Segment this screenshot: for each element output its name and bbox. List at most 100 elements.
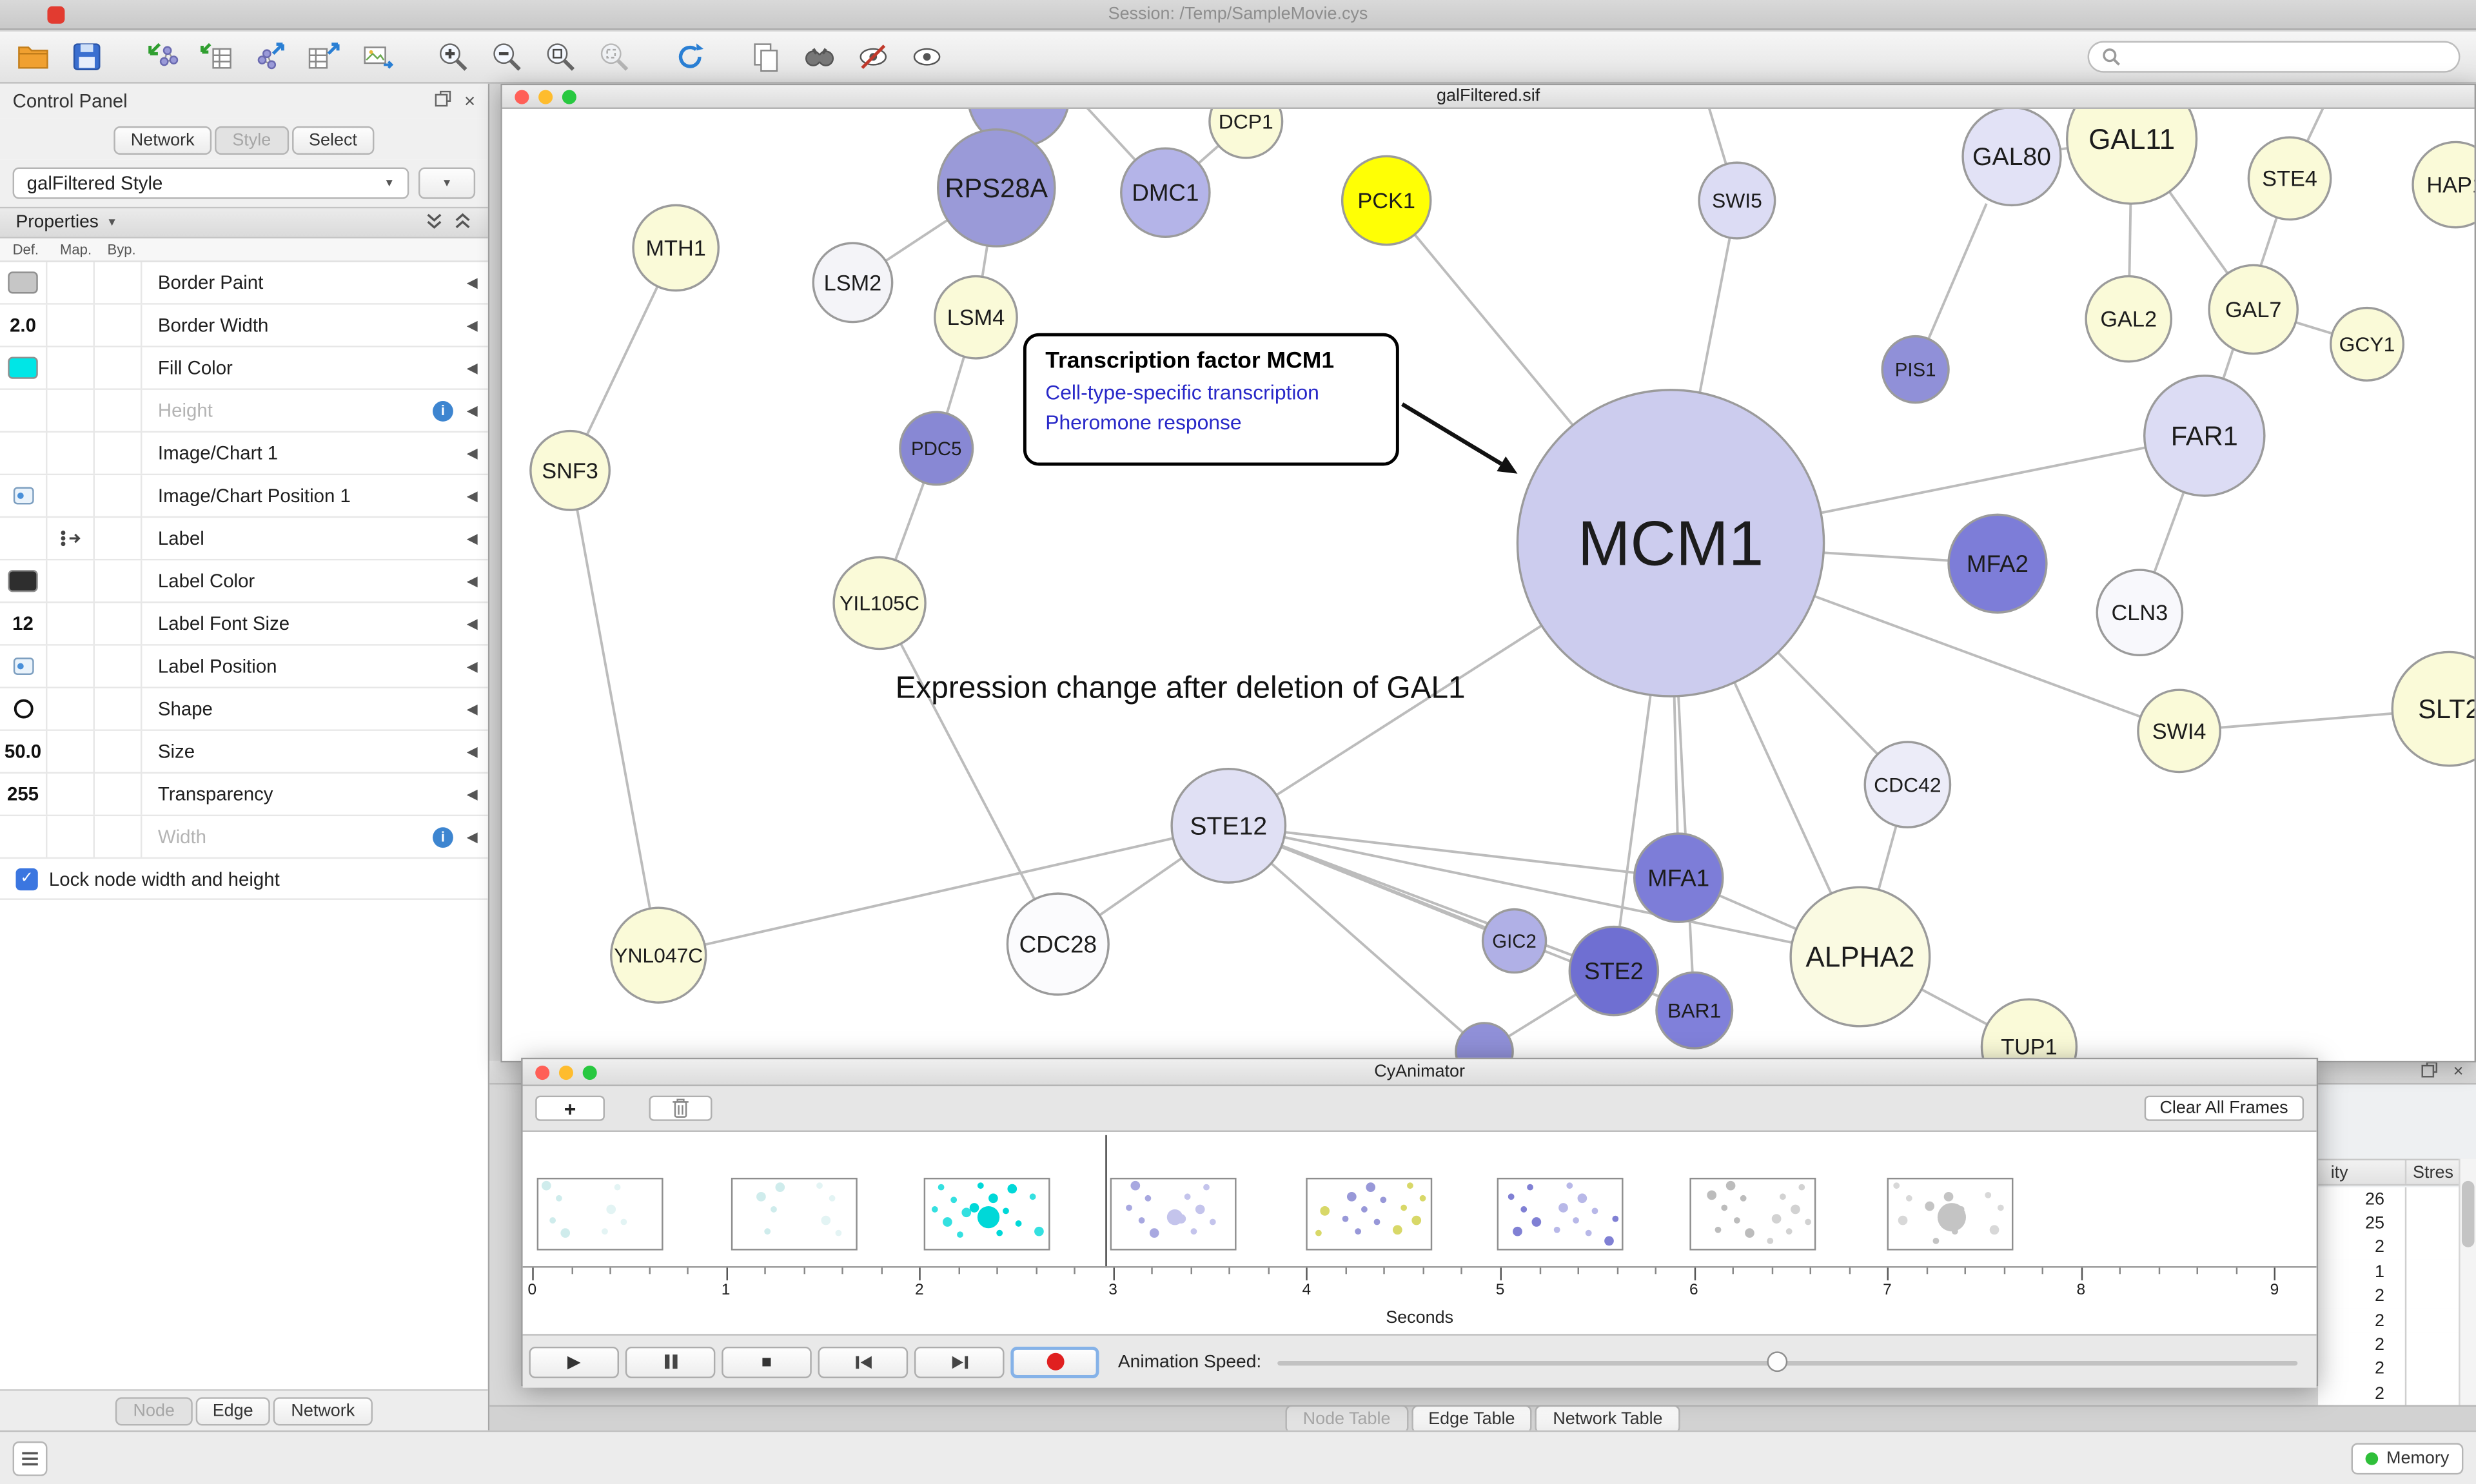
default-value-cell[interactable] bbox=[0, 347, 48, 389]
tab-network[interactable]: Network bbox=[113, 126, 212, 155]
network-node[interactable]: RPS28A bbox=[936, 128, 1056, 248]
annotation-link[interactable]: Pheromone response bbox=[1045, 410, 1242, 434]
table-cell[interactable]: 2 bbox=[2374, 1384, 2384, 1403]
table-cell[interactable] bbox=[2404, 1309, 2459, 1333]
bypass-cell[interactable] bbox=[95, 304, 142, 346]
default-value-cell[interactable] bbox=[0, 645, 48, 687]
expand-arrow-icon[interactable]: ◀ bbox=[466, 614, 478, 631]
network-node[interactable]: LSM4 bbox=[934, 275, 1018, 360]
close-window-icon[interactable] bbox=[535, 1066, 550, 1080]
default-value-cell[interactable]: 50.0 bbox=[0, 730, 48, 772]
expand-arrow-icon[interactable]: ◀ bbox=[466, 317, 478, 333]
mapping-cell[interactable] bbox=[47, 347, 95, 389]
bypass-cell[interactable] bbox=[95, 730, 142, 772]
refresh-button[interactable] bbox=[663, 35, 717, 79]
default-value-cell[interactable] bbox=[0, 560, 48, 602]
bypass-cell[interactable] bbox=[95, 688, 142, 730]
network-node[interactable]: PDC5 bbox=[899, 411, 974, 486]
network-node[interactable]: CDC28 bbox=[1006, 892, 1110, 996]
expand-arrow-icon[interactable]: ◀ bbox=[466, 359, 478, 375]
panel-menu-button[interactable] bbox=[12, 1441, 48, 1476]
zoom-selected-button[interactable] bbox=[587, 35, 641, 79]
network-node[interactable]: GCY1 bbox=[2329, 306, 2405, 382]
network-node[interactable]: FAR1 bbox=[2143, 375, 2266, 497]
export-table-button[interactable] bbox=[297, 35, 350, 79]
playhead[interactable] bbox=[1105, 1135, 1107, 1268]
network-node[interactable]: YIL105C bbox=[832, 556, 927, 650]
frame-thumbnail[interactable] bbox=[923, 1177, 1050, 1251]
mapping-cell[interactable] bbox=[47, 475, 95, 516]
network-node[interactable]: MFA2 bbox=[1947, 513, 2048, 614]
default-value-cell[interactable] bbox=[0, 518, 48, 559]
float-panel-icon[interactable] bbox=[2420, 1061, 2437, 1083]
mapping-cell[interactable] bbox=[47, 816, 95, 857]
pause-button[interactable] bbox=[625, 1345, 716, 1378]
frame-thumbnail[interactable] bbox=[1689, 1177, 1816, 1251]
network-node[interactable]: HAP1 bbox=[2412, 141, 2475, 229]
style-select[interactable]: galFiltered Style ▼ bbox=[12, 167, 409, 199]
mapping-cell[interactable] bbox=[47, 518, 95, 559]
network-node[interactable]: SNF3 bbox=[529, 429, 611, 511]
table-cell[interactable] bbox=[2404, 1187, 2459, 1212]
import-network-button[interactable] bbox=[136, 35, 190, 79]
bypass-cell[interactable] bbox=[95, 347, 142, 389]
hide-selected-button[interactable] bbox=[847, 35, 900, 79]
network-node[interactable]: ALPHA2 bbox=[1789, 886, 1931, 1028]
table-cell[interactable]: 1 bbox=[2374, 1262, 2384, 1282]
default-value-cell[interactable] bbox=[0, 688, 48, 730]
column-header[interactable]: ity bbox=[2330, 1162, 2348, 1182]
table-cell[interactable]: 2 bbox=[2374, 1360, 2384, 1379]
bypass-cell[interactable] bbox=[95, 645, 142, 687]
tab-select[interactable]: Select bbox=[291, 126, 375, 155]
close-panel-icon[interactable]: × bbox=[464, 90, 476, 112]
network-node[interactable]: PCK1 bbox=[1341, 155, 1432, 246]
search-input[interactable] bbox=[2128, 46, 2446, 68]
bypass-cell[interactable] bbox=[95, 816, 142, 857]
tab-style[interactable]: Style bbox=[215, 126, 289, 155]
property-row[interactable]: Image/Chart 1◀ bbox=[0, 433, 488, 476]
expand-arrow-icon[interactable]: ◀ bbox=[466, 529, 478, 546]
network-node[interactable]: MFA1 bbox=[1633, 832, 1724, 923]
mapping-cell[interactable] bbox=[47, 262, 95, 304]
property-row[interactable]: Image/Chart Position 1◀ bbox=[0, 475, 488, 518]
annotation-box[interactable]: Transcription factor MCM1 Cell-type-spec… bbox=[1023, 333, 1399, 466]
table-cell[interactable] bbox=[2404, 1284, 2459, 1309]
mapping-cell[interactable] bbox=[47, 603, 95, 645]
property-row[interactable]: Shape◀ bbox=[0, 688, 488, 731]
expand-arrow-icon[interactable]: ◀ bbox=[466, 487, 478, 503]
stop-button[interactable]: ■ bbox=[722, 1345, 812, 1378]
search-network-button[interactable] bbox=[792, 35, 846, 79]
scrollbar-thumb[interactable] bbox=[2461, 1180, 2475, 1247]
minimize-window-icon[interactable] bbox=[538, 90, 553, 104]
table-cell[interactable]: 2 bbox=[2374, 1311, 2384, 1331]
speed-slider[interactable] bbox=[1277, 1346, 2298, 1378]
property-row[interactable]: Label◀ bbox=[0, 518, 488, 561]
bypass-cell[interactable] bbox=[95, 433, 142, 474]
open-session-button[interactable] bbox=[6, 35, 60, 79]
expand-arrow-icon[interactable]: ◀ bbox=[466, 828, 478, 844]
frame-thumbnail[interactable] bbox=[1887, 1177, 2014, 1251]
default-value-cell[interactable] bbox=[0, 262, 48, 304]
previous-frame-button[interactable] bbox=[818, 1345, 909, 1378]
network-node[interactable]: TUP1 bbox=[1980, 998, 2078, 1061]
bypass-cell[interactable] bbox=[95, 262, 142, 304]
expand-arrow-icon[interactable]: ◀ bbox=[466, 572, 478, 589]
mapping-cell[interactable] bbox=[47, 433, 95, 474]
add-frame-button[interactable]: + bbox=[535, 1095, 605, 1121]
frame-thumbnail[interactable] bbox=[536, 1177, 663, 1251]
network-node[interactable]: MTH1 bbox=[632, 204, 720, 292]
mapping-cell[interactable] bbox=[47, 389, 95, 431]
network-node[interactable]: SWI4 bbox=[2137, 688, 2221, 774]
property-row[interactable]: Border Paint◀ bbox=[0, 262, 488, 305]
import-table-button[interactable] bbox=[190, 35, 243, 79]
network-node[interactable]: PIS1 bbox=[1881, 335, 1950, 404]
close-panel-icon[interactable]: × bbox=[2453, 1062, 2464, 1082]
default-value-cell[interactable] bbox=[0, 816, 48, 857]
delete-frame-button[interactable] bbox=[649, 1095, 712, 1121]
bypass-cell[interactable] bbox=[95, 518, 142, 559]
maximize-window-icon[interactable] bbox=[582, 1066, 597, 1080]
network-node[interactable]: STE4 bbox=[2247, 136, 2332, 221]
